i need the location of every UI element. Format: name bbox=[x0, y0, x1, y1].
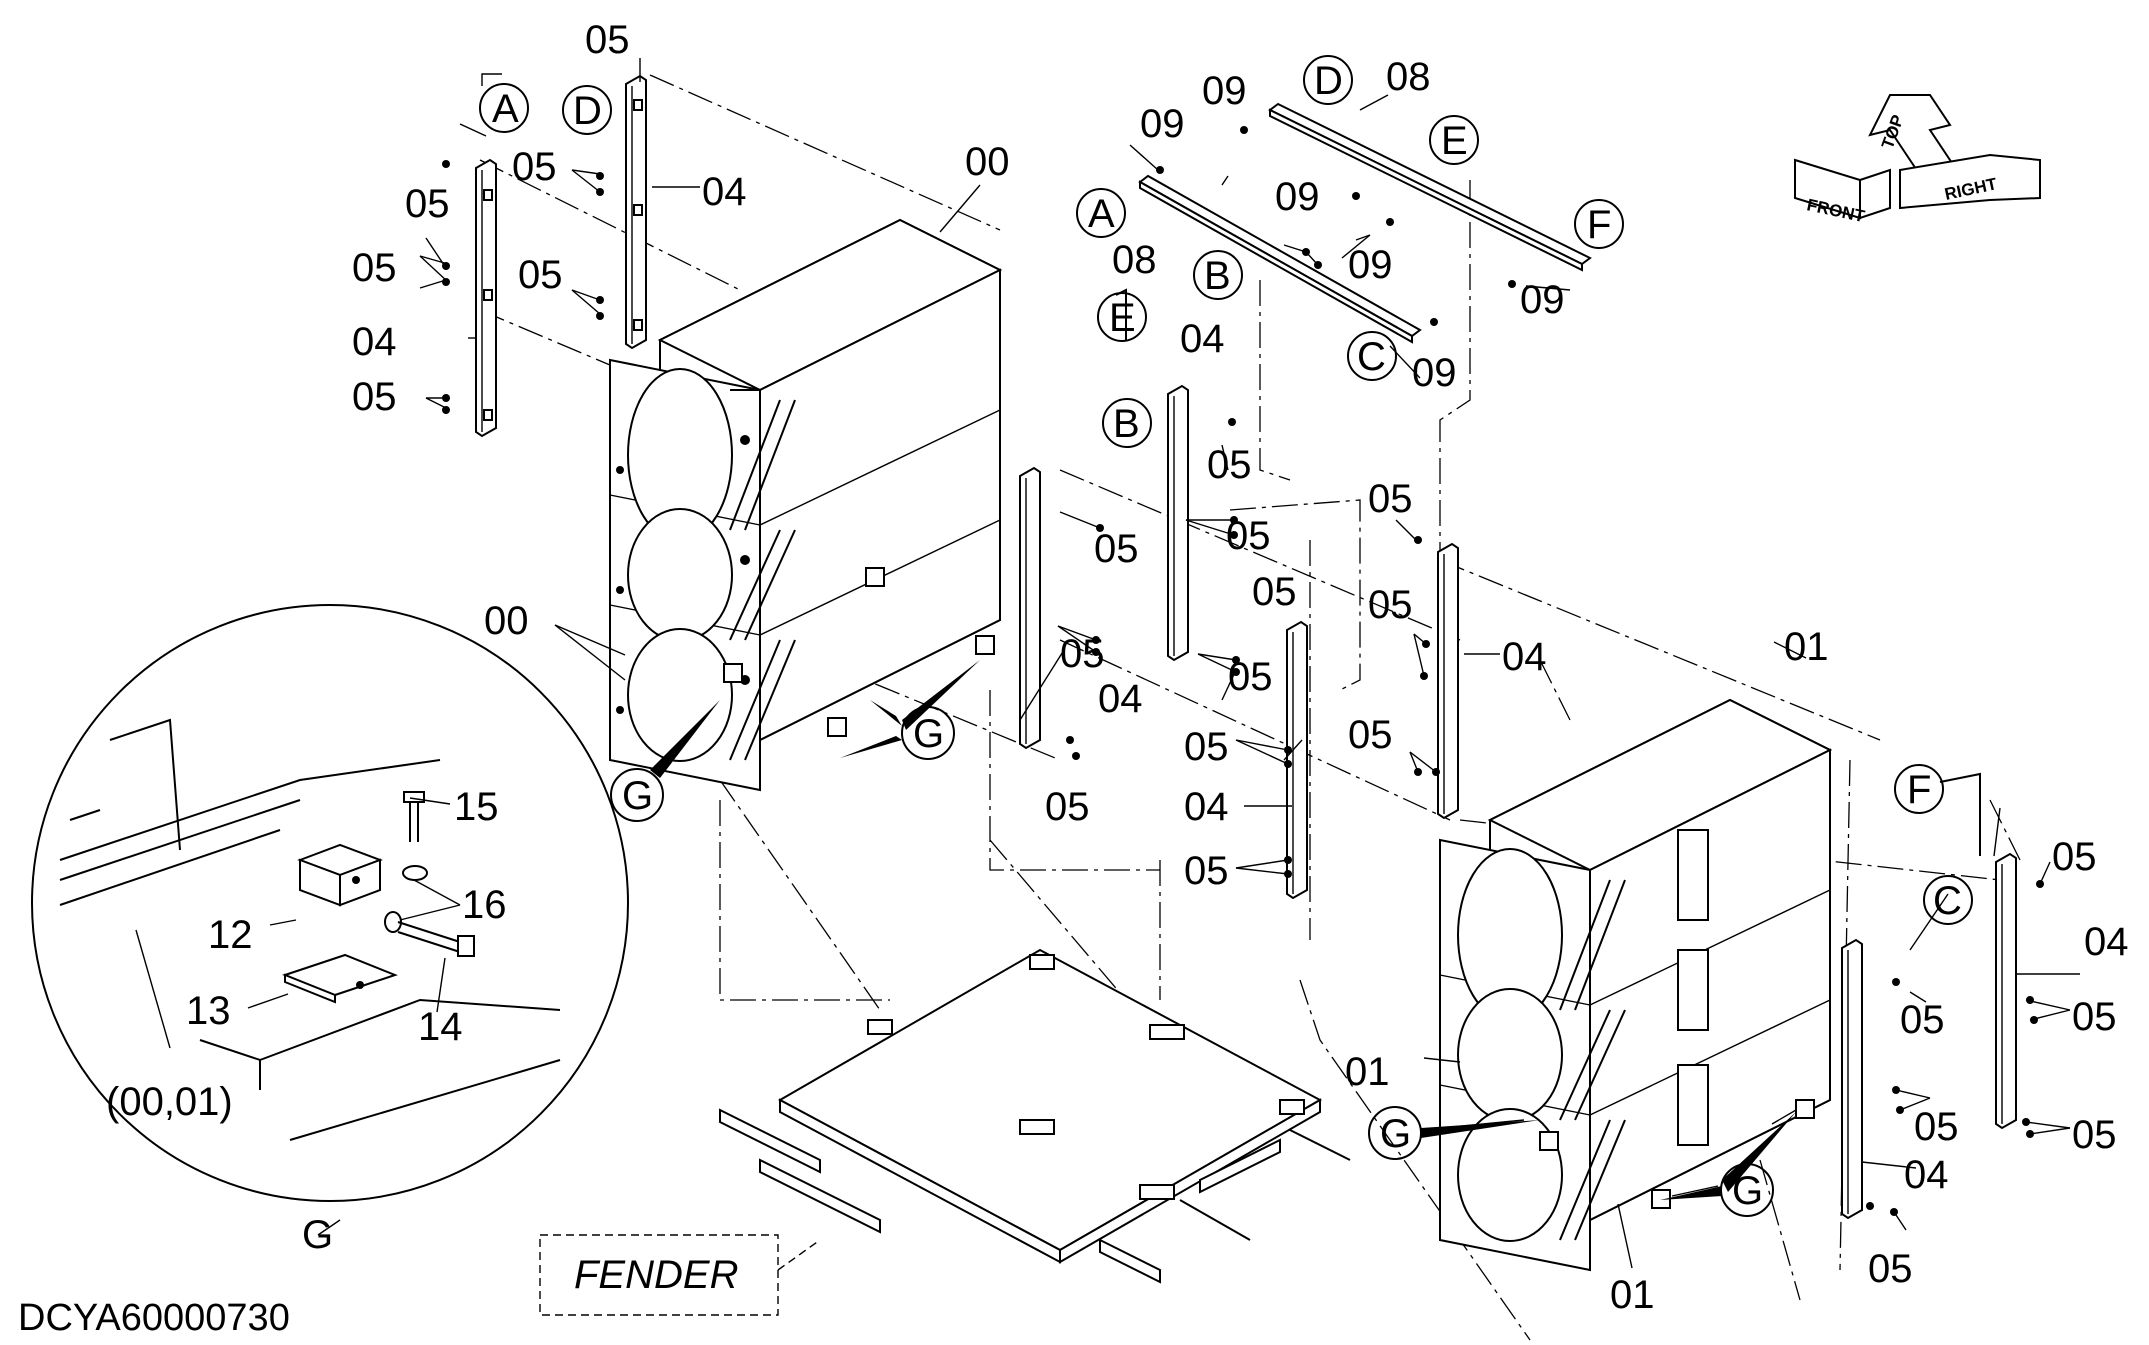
bracket-04-b bbox=[1019, 466, 1041, 750]
fender-label: FENDER bbox=[574, 1253, 738, 1297]
callout-05: 05 bbox=[1228, 655, 1273, 699]
callout-05: 05 bbox=[1060, 632, 1105, 676]
callout-05: 05 bbox=[1207, 443, 1252, 487]
callout-04: 04 bbox=[1502, 635, 1547, 679]
callout-05: 05 bbox=[1868, 1247, 1913, 1291]
callout-09: 09 bbox=[1412, 351, 1457, 395]
callout-05: 05 bbox=[1368, 477, 1413, 521]
callout-00: 00 bbox=[965, 140, 1010, 184]
bracket-04-f bbox=[1995, 852, 2017, 1130]
circle-label-e2: E bbox=[1109, 296, 1136, 340]
callout-04: 04 bbox=[1180, 317, 1225, 361]
circle-label-a1: A bbox=[492, 87, 519, 131]
detail-part-12: 12 bbox=[208, 913, 253, 957]
circle-label-b1: B bbox=[1204, 254, 1231, 298]
circle-label-d1: D bbox=[573, 89, 602, 133]
callout-05: 05 bbox=[1348, 713, 1393, 757]
detail-part-15: 15 bbox=[454, 785, 499, 829]
callout-04: 04 bbox=[2084, 920, 2129, 964]
reference-circles bbox=[479, 55, 1973, 1217]
callout-05: 05 bbox=[1184, 725, 1229, 769]
fender-frame bbox=[719, 948, 1351, 1284]
callout-labels: A D D A E B E F C B F C G G G G 05 05 04… bbox=[18, 18, 2129, 1339]
callout-05: 05 bbox=[2072, 1113, 2117, 1157]
callout-09: 09 bbox=[1275, 175, 1320, 219]
callout-09: 09 bbox=[1140, 102, 1185, 146]
bracket-04-left bbox=[475, 158, 497, 438]
detail-view-g bbox=[31, 604, 629, 1202]
callout-05: 05 bbox=[1226, 514, 1271, 558]
circle-label-f2: F bbox=[1907, 768, 1931, 812]
detail-title-g: G bbox=[302, 1213, 333, 1257]
circle-label-g4: G bbox=[1732, 1169, 1763, 1213]
callout-05: 05 bbox=[2052, 835, 2097, 879]
callout-05: 05 bbox=[1094, 527, 1139, 571]
circle-label-g1: G bbox=[913, 712, 944, 756]
fastener-dots bbox=[442, 126, 2044, 1216]
callout-05: 05 bbox=[518, 253, 563, 297]
callout-09: 09 bbox=[1348, 243, 1393, 287]
callout-04: 04 bbox=[702, 170, 747, 214]
circle-label-a2: A bbox=[1088, 192, 1115, 236]
callout-05: 05 bbox=[585, 18, 630, 62]
fan-unit-00 bbox=[609, 218, 1003, 792]
bracket-04-c bbox=[1841, 938, 1863, 1220]
callout-05: 05 bbox=[512, 145, 557, 189]
callout-08: 08 bbox=[1386, 55, 1431, 99]
circle-label-c2: C bbox=[1933, 879, 1962, 923]
callout-01: 01 bbox=[1784, 625, 1829, 669]
bracket-04-mid bbox=[1286, 620, 1308, 900]
callout-00: 00 bbox=[484, 599, 529, 643]
callout-05: 05 bbox=[1900, 998, 1945, 1042]
circle-label-b2: B bbox=[1113, 402, 1140, 446]
circle-label-g2: G bbox=[622, 774, 653, 818]
detail-ref-00-01: (00,01) bbox=[106, 1080, 233, 1124]
bar-08-upper bbox=[1268, 102, 1592, 272]
callout-09: 09 bbox=[1202, 69, 1247, 113]
callout-05: 05 bbox=[1184, 849, 1229, 893]
callout-04: 04 bbox=[352, 320, 397, 364]
callout-05: 05 bbox=[2072, 995, 2117, 1039]
detail-part-16: 16 bbox=[462, 883, 507, 927]
g-pointer-arrows bbox=[650, 660, 1796, 1200]
direction-indicator: FRONT TOP RIGHT bbox=[1794, 94, 2041, 226]
callout-05: 05 bbox=[1914, 1105, 1959, 1149]
callout-05: 05 bbox=[1252, 570, 1297, 614]
callout-05: 05 bbox=[1045, 785, 1090, 829]
circle-label-c1: C bbox=[1357, 335, 1386, 379]
callout-04: 04 bbox=[1904, 1153, 1949, 1197]
callout-01: 01 bbox=[1345, 1050, 1390, 1094]
bracket-04-e bbox=[1167, 384, 1189, 662]
callout-05: 05 bbox=[352, 246, 397, 290]
callout-09: 09 bbox=[1520, 278, 1565, 322]
circle-label-d2: D bbox=[1314, 59, 1343, 103]
bracket-04-d bbox=[625, 74, 647, 350]
circle-label-e1: E bbox=[1441, 119, 1468, 163]
bar-08-lower bbox=[1138, 174, 1422, 344]
diagram-code: DCYA60000730 bbox=[18, 1297, 290, 1339]
callout-04: 04 bbox=[1184, 785, 1229, 829]
circle-label-g3: G bbox=[1380, 1112, 1411, 1156]
callout-05: 05 bbox=[1368, 583, 1413, 627]
bracket-04-right bbox=[1437, 542, 1459, 820]
callout-01: 01 bbox=[1610, 1273, 1655, 1317]
fender-box bbox=[539, 1234, 779, 1316]
detail-part-13: 13 bbox=[186, 989, 231, 1033]
fan-unit-01 bbox=[1439, 698, 1833, 1272]
callout-05: 05 bbox=[405, 182, 450, 226]
callout-05: 05 bbox=[352, 375, 397, 419]
callout-08: 08 bbox=[1112, 238, 1157, 282]
circle-label-f1: F bbox=[1587, 203, 1611, 247]
detail-part-14: 14 bbox=[418, 1005, 463, 1049]
callout-04: 04 bbox=[1098, 677, 1143, 721]
